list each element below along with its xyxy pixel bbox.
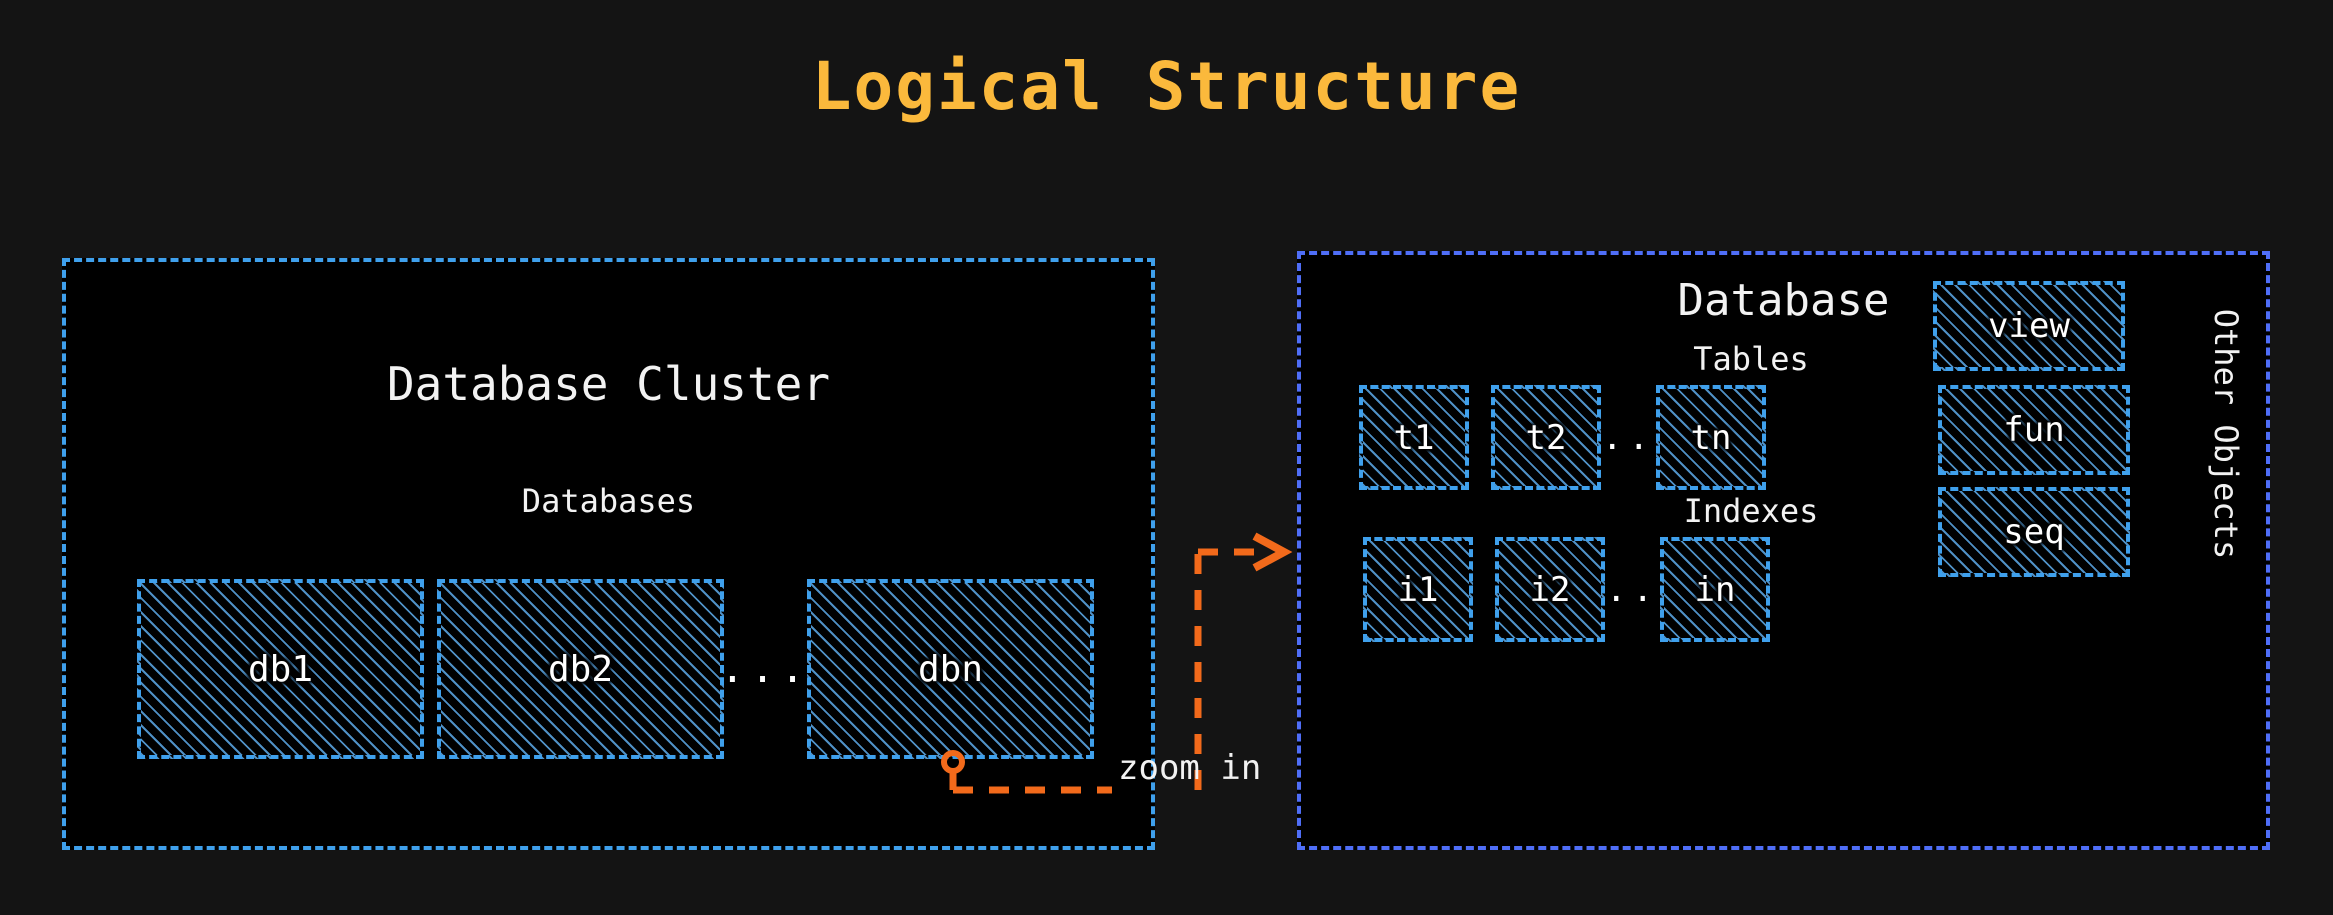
database-box-db1-label: db1 <box>247 648 314 690</box>
index-box-i2-label: i2 <box>1529 569 1571 610</box>
database-heading: Database <box>1677 275 1890 326</box>
index-box-i2[interactable]: i2 <box>1495 537 1605 642</box>
table-box-t2-label: t2 <box>1525 417 1567 458</box>
database-cluster-heading: Database Cluster <box>386 357 831 411</box>
other-object-box-seq[interactable]: seq <box>1938 487 2130 577</box>
table-box-t1[interactable]: t1 <box>1359 385 1469 490</box>
tables-ellipsis: .. <box>1602 417 1655 458</box>
indexes-ellipsis: .. <box>1606 569 1659 610</box>
databases-group-label: Databases <box>521 482 696 520</box>
databases-ellipsis: ... <box>720 646 811 692</box>
other-object-box-fun[interactable]: fun <box>1938 385 2130 475</box>
zoom-connector-arrowhead <box>1252 532 1293 572</box>
page-title: Logical Structure <box>811 48 1522 125</box>
database-cluster-panel: Database Cluster Databases db1 db2 ... d… <box>62 258 1155 850</box>
other-objects-group-label: Other Objects <box>2207 308 2246 560</box>
index-box-in[interactable]: in <box>1660 537 1770 642</box>
database-box-dbn-label: dbn <box>917 648 984 690</box>
index-box-i1-label: i1 <box>1397 569 1439 610</box>
table-box-tn[interactable]: tn <box>1656 385 1766 490</box>
index-box-i1[interactable]: i1 <box>1363 537 1473 642</box>
database-box-dbn[interactable]: dbn <box>807 579 1094 759</box>
other-object-box-view[interactable]: view <box>1933 281 2125 371</box>
indexes-group-label: Indexes <box>1683 492 1819 530</box>
table-box-tn-label: tn <box>1690 417 1732 458</box>
database-panel: Database Tables t1 t2 .. tn Indexes i1 i… <box>1297 251 2270 850</box>
tables-group-label: Tables <box>1693 340 1809 378</box>
other-object-box-fun-label: fun <box>2003 410 2065 450</box>
table-box-t2[interactable]: t2 <box>1491 385 1601 490</box>
index-box-in-label: in <box>1694 569 1736 610</box>
table-box-t1-label: t1 <box>1393 417 1435 458</box>
other-object-box-seq-label: seq <box>2003 512 2065 552</box>
database-box-db1[interactable]: db1 <box>137 579 424 759</box>
database-box-db2[interactable]: db2 <box>437 579 724 759</box>
database-box-db2-label: db2 <box>547 648 614 690</box>
other-object-box-view-label: view <box>1988 306 2070 346</box>
zoom-in-label: zoom in <box>1118 748 1262 788</box>
